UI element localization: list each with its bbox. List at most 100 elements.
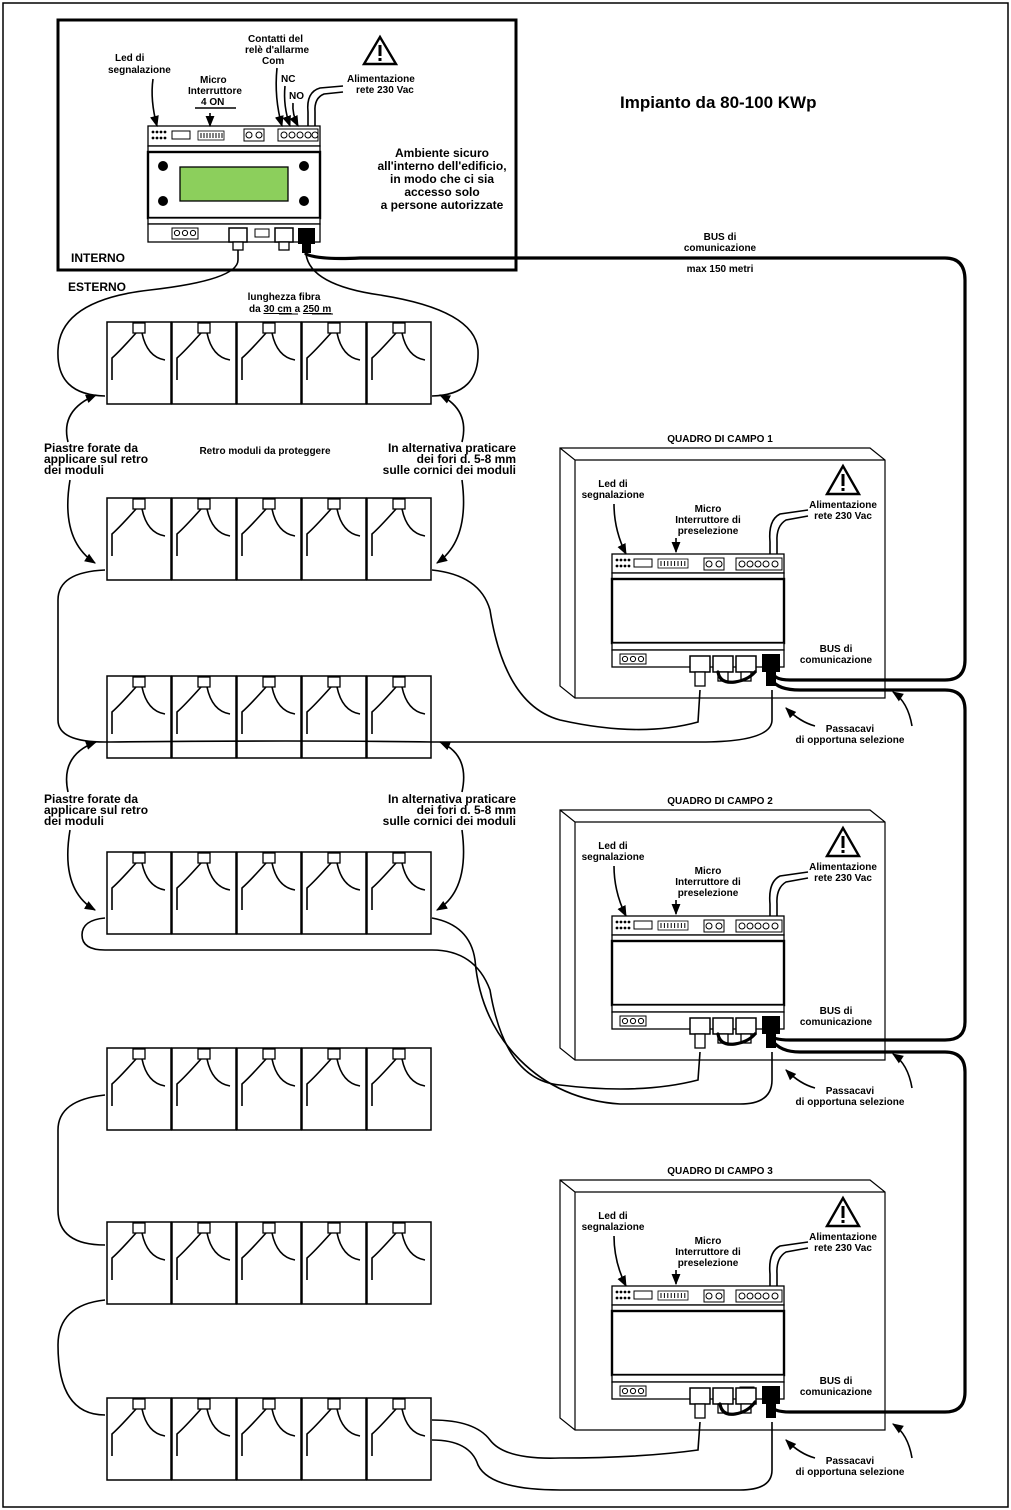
alt-note-2a: In alternativa praticare — [388, 792, 516, 806]
main-fiber-connector — [228, 227, 248, 251]
pv-module-back — [366, 1047, 432, 1131]
main-led-label-2: segnalazione — [108, 65, 171, 76]
safe-note-4: accesso solo — [404, 185, 479, 199]
field-micro-label-3: preselezione — [678, 526, 739, 537]
interno-label: INTERNO — [71, 251, 125, 265]
bus-note-2: comunicazione — [684, 243, 757, 254]
pv-module-back — [301, 1047, 367, 1131]
main-led-label-1: Led di — [115, 53, 145, 64]
pv-module-back — [301, 851, 367, 935]
pv-module-back — [301, 321, 367, 405]
main-dip-switch — [197, 130, 225, 141]
module-row — [106, 1221, 432, 1305]
plates-note-1c: dei moduli — [44, 463, 104, 477]
field-power-label-2: rete 230 Vac — [814, 1243, 872, 1254]
bus-note-3: max 150 metri — [687, 264, 754, 275]
pv-module-back — [236, 1397, 302, 1481]
field-grommet-label-1: Passacavi — [826, 1456, 875, 1467]
module-row — [106, 675, 432, 759]
field-led-label-2: segnalazione — [582, 852, 645, 863]
pv-module-back — [106, 1221, 172, 1305]
safe-note-1: Ambiente sicuro — [395, 146, 489, 160]
main-power-label-2: rete 230 Vac — [356, 85, 414, 96]
pv-module-back — [236, 321, 302, 405]
field-led-label-1: Led di — [598, 841, 628, 852]
fiber-note-min: 30 cm — [263, 304, 291, 315]
field-fiber-out-connector — [712, 1017, 734, 1044]
pv-module-back — [171, 675, 237, 759]
safe-note-5: a persone autorizzate — [381, 198, 504, 212]
pv-module-back — [236, 675, 302, 759]
pv-module-back — [366, 675, 432, 759]
main-warning-icon — [361, 34, 399, 66]
field-warning-icon — [824, 825, 862, 858]
field-power-label-2: rete 230 Vac — [814, 873, 872, 884]
fiber-note-from: da — [249, 304, 263, 315]
module-row — [106, 1397, 432, 1481]
pv-module-back — [301, 497, 367, 581]
field-micro-label-1: Micro — [695, 1236, 722, 1247]
field-micro-label-1: Micro — [695, 866, 722, 877]
field-grommet-label-2: di opportuna selezione — [796, 1467, 905, 1478]
pv-module-back — [171, 497, 237, 581]
fiber-note-2: da 30 cm a 250 m — [249, 304, 331, 315]
pv-module-back — [366, 851, 432, 935]
main-fiber-connector-2 — [274, 227, 294, 251]
main-power-label-1: Alimentazione — [347, 74, 415, 85]
field-grommet-label-1: Passacavi — [826, 724, 875, 735]
field-bus-comm-label-2: comunicazione — [800, 1017, 873, 1028]
field-panel-title: QUADRO DI CAMPO 3 — [667, 1166, 773, 1177]
plates-note-2a: Piastre forate da — [44, 792, 138, 806]
pv-module-back — [106, 321, 172, 405]
field-power-label-1: Alimentazione — [809, 500, 877, 511]
field-warning-icon — [824, 463, 862, 496]
field-led-label-1: Led di — [598, 479, 628, 490]
plates-note-1a: Piastre forate da — [44, 441, 138, 455]
plates-note-2c: dei moduli — [44, 814, 104, 828]
relay-label-3: Com — [262, 56, 284, 67]
main-control-unit — [146, 125, 322, 253]
alt-note-1a: In alternativa praticare — [388, 441, 516, 455]
pv-module-rows — [106, 321, 432, 1481]
pv-module-back — [106, 1397, 172, 1481]
pv-module-back — [171, 1047, 237, 1131]
fiber-note-to: a — [292, 304, 303, 315]
field-panel-title: QUADRO DI CAMPO 1 — [667, 434, 773, 445]
pv-module-back — [366, 321, 432, 405]
pv-module-back — [106, 497, 172, 581]
safe-note-2: all'interno dell'edificio, — [377, 159, 506, 173]
field-panel-2: QUADRO DI CAMPO 2 Led disegnalazioneMicro… — [559, 796, 913, 1108]
pv-module-back — [171, 851, 237, 935]
pv-module-back — [301, 675, 367, 759]
field-fiber-in-connector — [689, 655, 711, 687]
field-micro-label-2: Interruttore di — [675, 877, 741, 888]
fiber-note-max: 250 m — [303, 304, 331, 315]
main-micro-label-3: 4 ON — [201, 97, 224, 108]
field-bus-connector — [762, 1016, 780, 1048]
esterno-label: ESTERNO — [68, 280, 126, 294]
pv-module-back — [236, 851, 302, 935]
main-led-row — [151, 130, 191, 140]
pv-module-back — [106, 675, 172, 759]
pv-module-back — [301, 1397, 367, 1481]
field-micro-label-1: Micro — [695, 504, 722, 515]
pv-module-back — [171, 321, 237, 405]
field-grommet-label-1: Passacavi — [826, 1086, 875, 1097]
field-fiber-aux-connector — [735, 655, 757, 682]
field-micro-label-2: Interruttore di — [675, 1247, 741, 1258]
alt-note-1c: sulle cornici dei moduli — [383, 463, 516, 477]
page-title: Impianto da 80-100 KWp — [620, 93, 816, 112]
pv-module-back — [236, 1221, 302, 1305]
plates-note-2b: applicare sul retro — [44, 803, 148, 817]
alt-note-1b: dei fori d. 5-8 mm — [417, 452, 516, 466]
field-micro-label-3: preselezione — [678, 888, 739, 899]
field-led-label-1: Led di — [598, 1211, 628, 1222]
pv-module-back — [171, 1221, 237, 1305]
module-row — [106, 851, 432, 935]
field-panel-title: QUADRO DI CAMPO 2 — [667, 796, 773, 807]
pv-module-back — [366, 497, 432, 581]
relay-no-label: NO — [289, 91, 304, 102]
